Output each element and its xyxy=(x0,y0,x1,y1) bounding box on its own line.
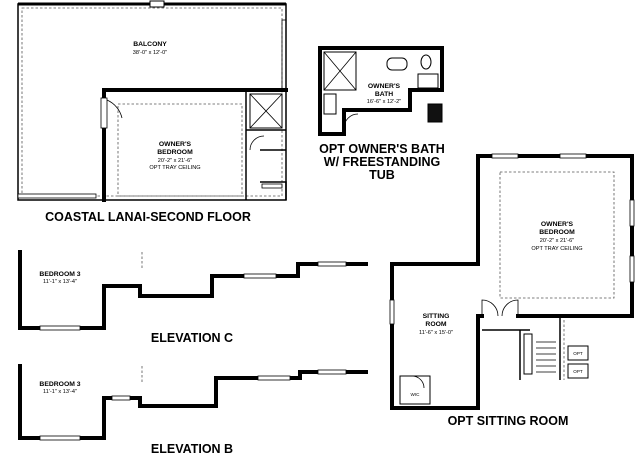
elevation-b-walls xyxy=(18,364,368,440)
balcony-dims: 38'-0" x 12'-0" xyxy=(133,50,167,56)
owners-bedroom-label-2: BEDROOM xyxy=(157,149,193,156)
elevation-c-title: ELEVATION C xyxy=(151,331,233,345)
sitting-window-3 xyxy=(629,199,635,227)
sitting-room-label-2: ROOM xyxy=(425,321,446,328)
bath-title-1: OPT OWNER'S BATH xyxy=(319,142,445,156)
bath-vanity-right xyxy=(417,73,439,89)
opt-label-1: OPT xyxy=(573,351,583,356)
elevation-b-bedroom-label: BEDROOM 3 xyxy=(39,381,80,388)
elevation-c-bedroom-dims: 11'-1" x 13'-4" xyxy=(43,279,77,285)
sitting-room-dims: 11'-6" x 15'-0" xyxy=(419,330,453,336)
sitting-owners-bedroom-dims: 20'-2" x 21'-6" xyxy=(540,238,574,244)
elevation-c-window-2 xyxy=(243,273,277,279)
french-doors xyxy=(481,299,519,317)
sitting-owners-bedroom-note: OPT TRAY CEILING xyxy=(531,246,582,252)
sitting-owners-bedroom-label-2: BEDROOM xyxy=(539,229,575,236)
elevation-c-window-3 xyxy=(317,261,347,267)
elevation-c-plan: BEDROOM 3 11'-1" x 13'-4" ELEVATION C xyxy=(18,250,368,345)
owners-bedroom-dims: 20'-2" x 21'-6" xyxy=(158,158,192,164)
bath-title-3: TUB xyxy=(369,168,395,182)
elevation-b-bedroom-dims: 11'-1" x 13'-4" xyxy=(43,389,77,395)
closet-walls xyxy=(245,92,286,200)
owners-bath-dims: 16'-6" x 12'-2" xyxy=(367,99,401,105)
doorway-jamb xyxy=(477,318,530,331)
opt-sitting-room-plan: OWNER'S BEDROOM 20'-2" x 21'-6" OPT TRAY… xyxy=(389,153,635,428)
elevation-b-window-4 xyxy=(317,369,347,375)
elevation-b-window-3 xyxy=(257,375,291,381)
balcony-label: BALCONY xyxy=(133,41,167,48)
owners-bedroom-wall xyxy=(102,88,288,202)
sitting-window-1 xyxy=(491,153,519,159)
balcony-window xyxy=(17,193,97,199)
sitting-room-outer-wall xyxy=(390,154,634,410)
shower-cross xyxy=(249,93,283,129)
closet-door-swing xyxy=(249,135,265,151)
elevation-c-bedroom-label: BEDROOM 3 xyxy=(39,271,80,278)
sitting-room-label-1: SITTING xyxy=(423,313,450,320)
sitting-room-right-wall xyxy=(476,314,484,410)
sitting-owners-bedroom-label-1: OWNER'S xyxy=(541,221,574,228)
elevation-b-window-2 xyxy=(111,395,131,401)
bath-title-2: W/ FREESTANDING xyxy=(324,155,440,169)
owners-bedroom-note: OPT TRAY CEILING xyxy=(149,165,200,171)
elevation-b-window-1 xyxy=(39,435,81,441)
stair-rails xyxy=(519,316,561,380)
sitting-window-4 xyxy=(629,255,635,283)
freestanding-tub xyxy=(386,57,408,71)
bedroom-door-opening xyxy=(100,97,108,129)
opt-sitting-room-title: OPT SITTING ROOM xyxy=(448,414,569,428)
elevation-b-title: ELEVATION B xyxy=(151,442,233,456)
stair-wall xyxy=(260,181,287,200)
sitting-window-5 xyxy=(389,299,395,325)
coastal-lanai-title: COASTAL LANAI-SECOND FLOOR xyxy=(45,210,251,224)
toilet-fixture xyxy=(420,54,432,70)
opt-box-2 xyxy=(567,363,589,379)
sitting-window-2 xyxy=(559,153,587,159)
bath-vanity-left xyxy=(323,93,337,115)
stair-tread xyxy=(261,183,283,189)
wic-label: WIC xyxy=(411,392,421,397)
stair-treads xyxy=(536,341,556,373)
elevation-c-walls xyxy=(18,250,368,330)
walk-in-closet xyxy=(399,375,431,405)
coastal-lanai-plan: BALCONY 38'-0" x 12'-0" OWNER'S BEDROOM … xyxy=(17,0,288,224)
stair-landing xyxy=(523,333,533,375)
bath-door-swing xyxy=(343,113,359,129)
bath-outer-wall xyxy=(318,46,444,136)
owners-bedroom-label-1: OWNER'S xyxy=(159,141,192,148)
sitting-tray-ceiling-line xyxy=(499,171,615,299)
linen-closet-block xyxy=(427,103,443,123)
bedroom-door-swing xyxy=(106,99,123,119)
wic-door-swing xyxy=(411,375,425,389)
owners-bath-label-1: OWNER'S xyxy=(368,83,401,90)
opt-label-2: OPT xyxy=(573,369,583,374)
owners-bath-label-2: BATH xyxy=(375,91,393,98)
elevation-b-plan: BEDROOM 3 11'-1" x 13'-4" ELEVATION B xyxy=(18,364,368,456)
elevation-c-window-1 xyxy=(39,325,81,331)
opt-box-1 xyxy=(567,345,589,361)
owners-bath-plan: OWNER'S BATH 16'-6" x 12'-2" OPT OWNER'S… xyxy=(318,46,445,182)
balcony-post xyxy=(149,0,165,8)
bath-shower-cross xyxy=(323,51,357,91)
